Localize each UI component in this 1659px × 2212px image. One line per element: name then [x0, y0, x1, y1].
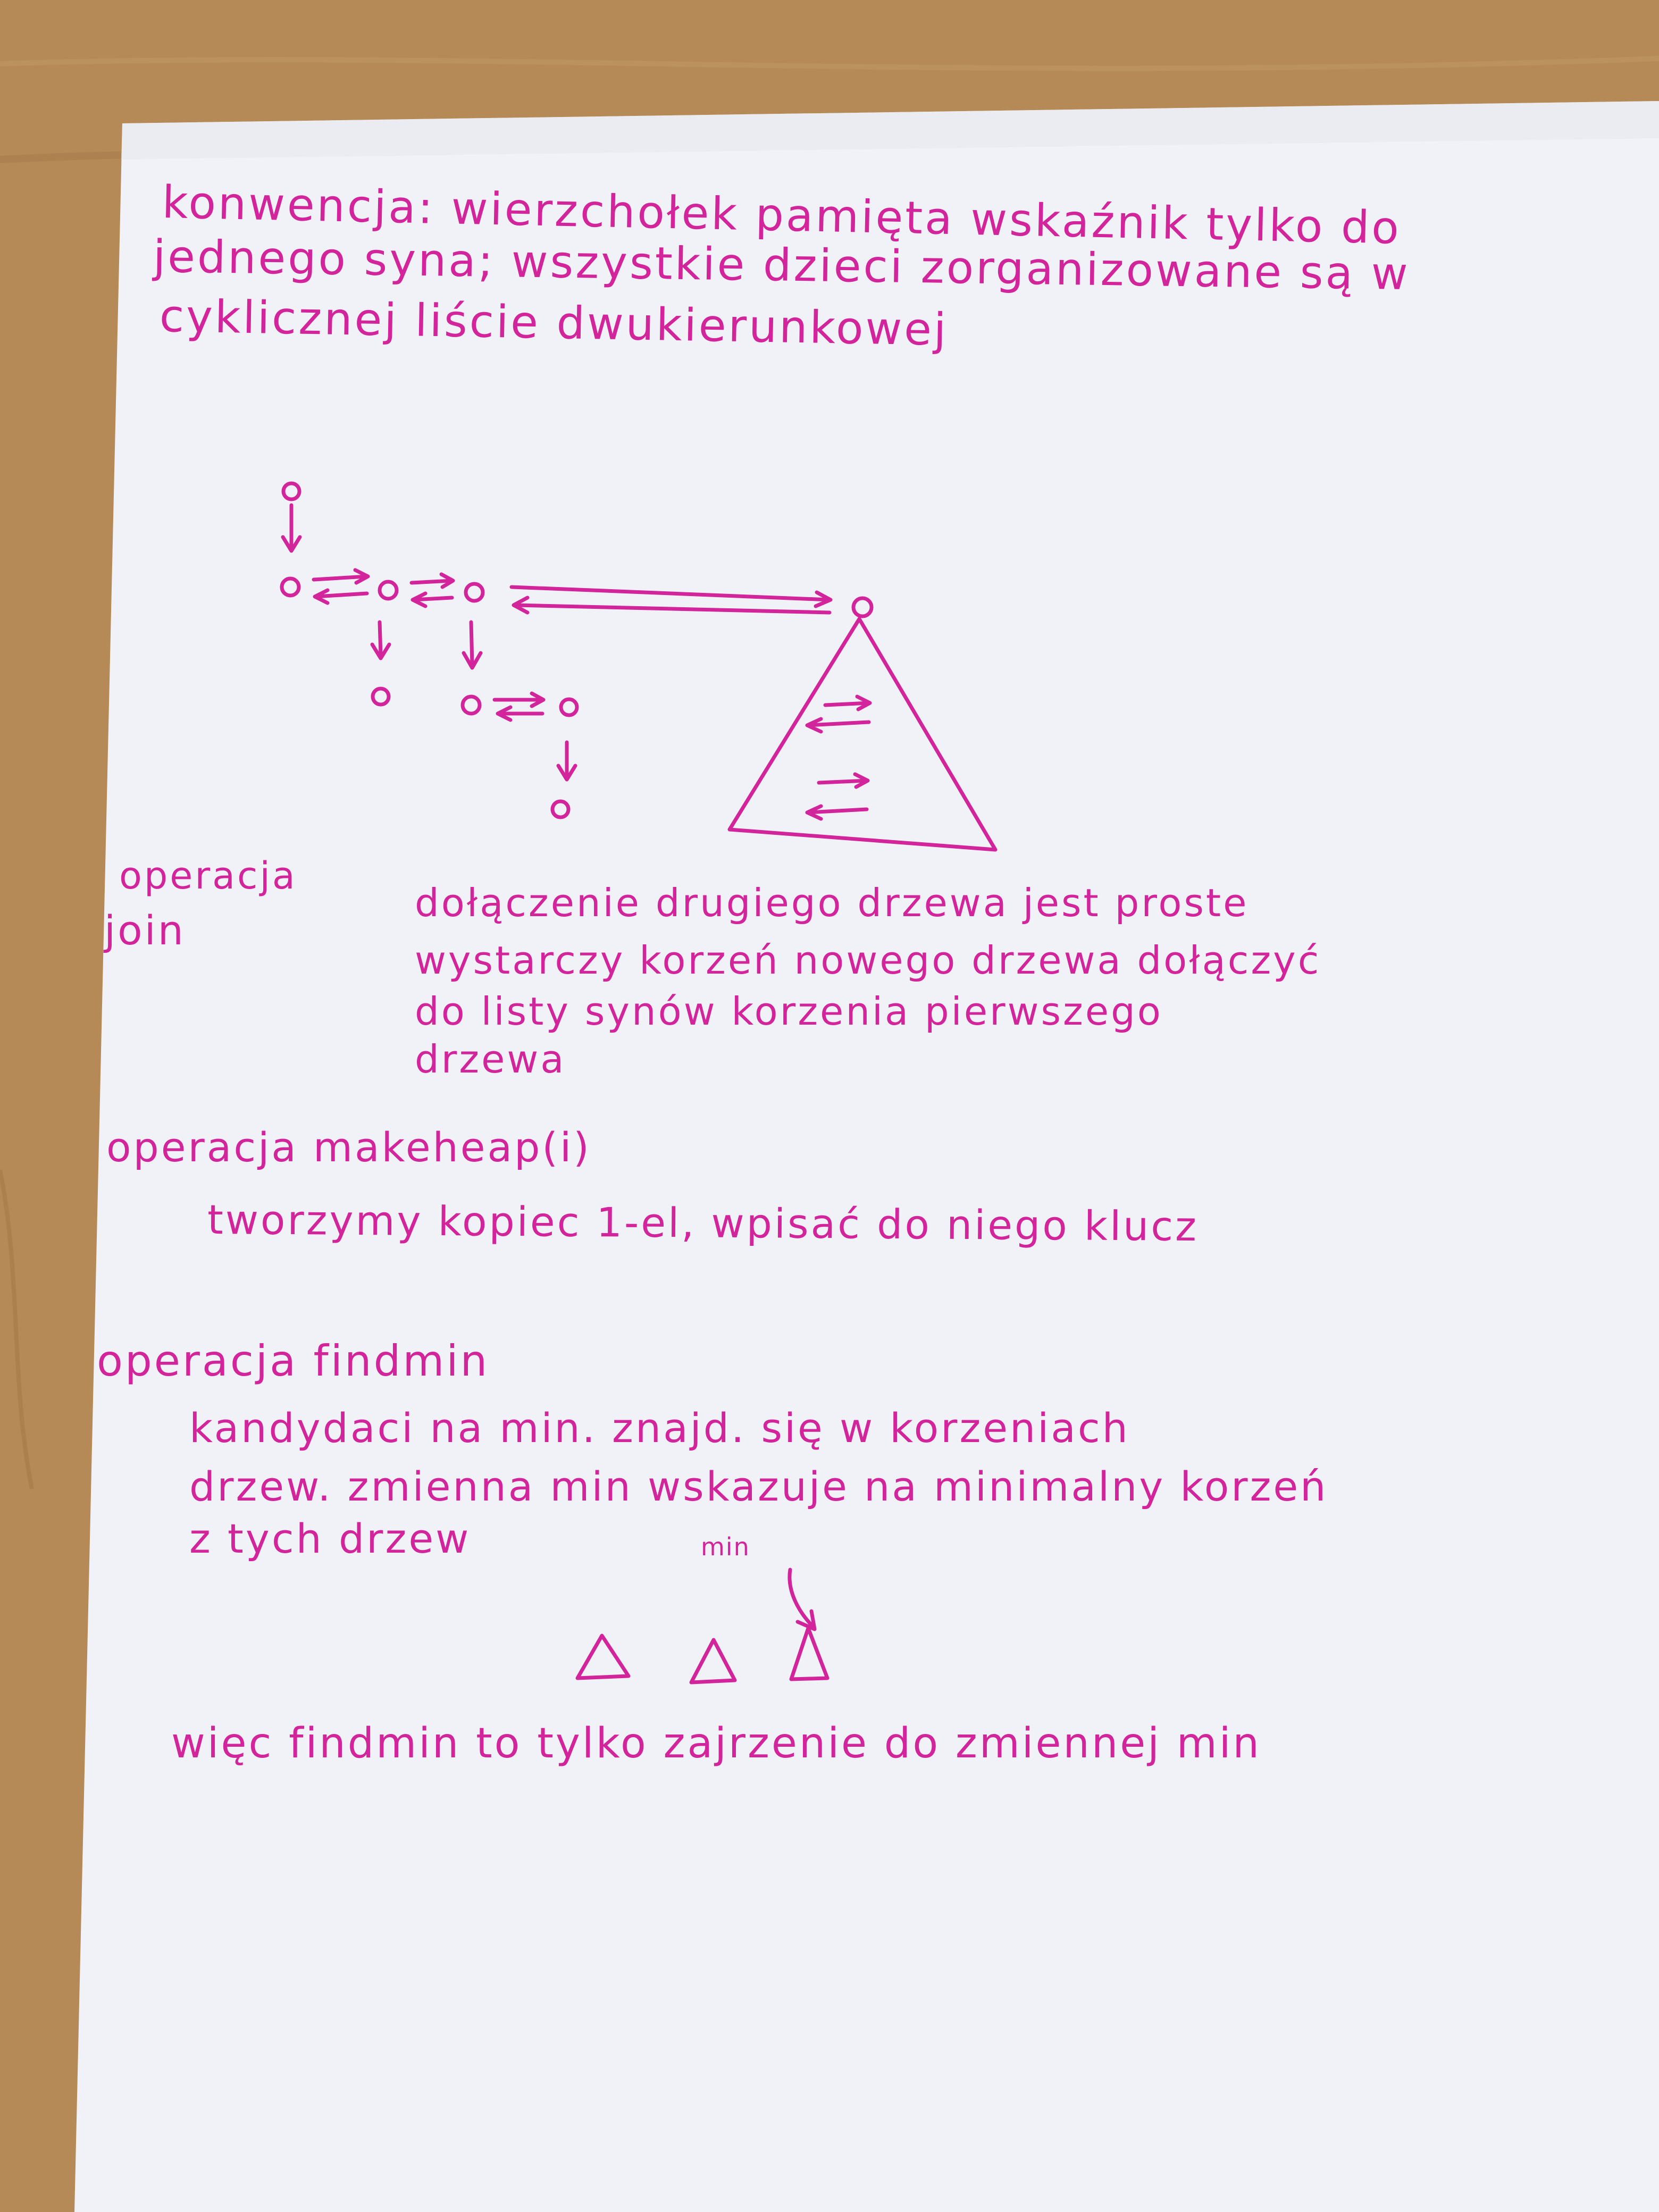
findmin-text-line-2: drzew. zmienna min wskazuje na minimalny… — [189, 1463, 1328, 1510]
right-arrow — [312, 568, 370, 585]
left-arrow — [805, 717, 871, 734]
join-label-line-2: join — [104, 907, 186, 954]
small-tree-triangle — [789, 1626, 830, 1681]
wood-grain-line — [0, 1169, 34, 1489]
left-arrow — [313, 588, 369, 605]
down-arrow — [462, 620, 483, 670]
tree-node — [559, 697, 579, 717]
down-arrow — [556, 740, 577, 782]
wood-grain-line — [0, 56, 1659, 71]
down-arrow — [281, 503, 302, 553]
long-left-arrow — [512, 596, 832, 615]
makeheap-title: operacja makeheap(i) — [106, 1124, 591, 1171]
findmin-text-line-3: z tych drzew — [189, 1515, 471, 1562]
tree-node — [460, 694, 482, 716]
join-label-line-1: operacja — [119, 854, 297, 898]
tree-node — [550, 799, 571, 819]
tree-node — [371, 686, 391, 707]
tree-node — [378, 580, 399, 601]
right-arrow — [817, 772, 870, 789]
right-arrow — [409, 572, 455, 589]
down-arrow — [370, 620, 391, 660]
join-text-line-4: drzewa — [415, 1037, 566, 1082]
findmin-text-line-1: kandydaci na min. znajd. się w korzeniac… — [189, 1404, 1130, 1452]
left-arrow — [805, 804, 869, 821]
left-arrow — [410, 591, 454, 608]
paper-edge-shade — [121, 101, 1659, 160]
subtree-triangle — [727, 617, 998, 852]
join-text-line-1: dołączenie drugiego drzewa jest proste — [415, 881, 1249, 925]
makeheap-text: tworzymy kopiec 1-el, wpisać do niego kl… — [207, 1196, 1199, 1251]
tree-node — [464, 582, 485, 603]
small-tree-triangle — [575, 1633, 631, 1680]
right-arrow — [492, 691, 546, 708]
convention-line-3: cyklicznej liście dwukierunkowej — [159, 290, 949, 356]
findmin-diagram — [575, 1568, 830, 1685]
long-right-arrow — [509, 585, 833, 608]
join-text-line-2: wystarczy korzeń nowego drzewa dołączyć — [415, 938, 1321, 983]
min-label: min — [701, 1532, 750, 1561]
min-pointer-arrow — [787, 1568, 817, 1631]
tree-node — [281, 481, 301, 501]
small-tree-triangle — [689, 1638, 737, 1685]
subtree-root-node — [851, 596, 874, 618]
findmin-title: operacja findmin — [97, 1336, 490, 1386]
join-text-line-3: do listy synów korzenia pierwszego — [415, 989, 1163, 1034]
findmin-conclusion: więc findmin to tylko zajrzenie do zmien… — [171, 1720, 1261, 1767]
right-arrow — [823, 694, 872, 711]
left-arrow — [496, 705, 544, 722]
tree-node — [280, 576, 301, 598]
tree-diagram — [280, 481, 998, 852]
